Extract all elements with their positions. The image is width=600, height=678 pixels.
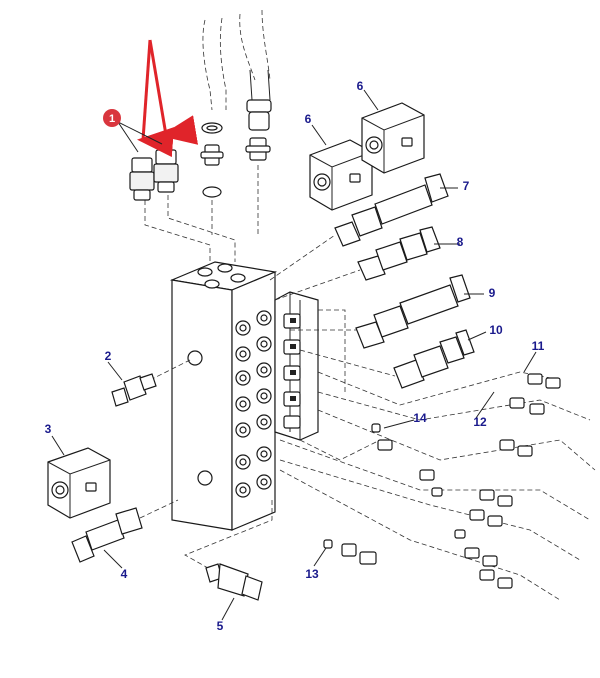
cartridge-9 [290, 274, 471, 349]
label-6a: 6 [305, 112, 312, 126]
label-14: 14 [413, 411, 427, 425]
sensor-2 [111, 359, 191, 407]
part-labels: 2 3 4 5 6 6 7 8 9 10 11 12 13 14 [45, 79, 545, 633]
hydraulic-hoses [202, 9, 272, 131]
cartridge-10 [299, 329, 475, 389]
label-5: 5 [217, 619, 224, 633]
o-ring-13 [323, 539, 377, 565]
label-12: 12 [473, 415, 487, 429]
callout-badge: 1 [103, 109, 163, 153]
solenoid-stack [274, 291, 346, 441]
block-ports [235, 310, 272, 498]
coil-6-front [309, 139, 373, 211]
leader-lines [51, 89, 537, 621]
cartridge-4 [71, 499, 179, 563]
label-9: 9 [489, 286, 496, 300]
plug-pair [129, 149, 179, 201]
pipe-fittings-group [279, 371, 596, 601]
fitting-top-right [245, 137, 271, 161]
label-4: 4 [121, 567, 128, 581]
valve-block [169, 261, 278, 531]
highlight-arrows [137, 39, 199, 158]
label-8: 8 [457, 235, 464, 249]
label-2: 2 [105, 349, 112, 363]
cartridge-7 [269, 173, 449, 281]
coil-6-rear [361, 102, 425, 174]
label-3: 3 [45, 422, 52, 436]
sensor-5 [184, 500, 273, 601]
o-ring-14 [299, 423, 381, 461]
label-6b: 6 [357, 79, 364, 93]
label-11: 11 [532, 339, 545, 353]
label-13: 13 [305, 567, 319, 581]
label-7: 7 [463, 179, 470, 193]
callout-badge-label: 1 [109, 113, 115, 125]
coil-3 [47, 447, 111, 519]
fitting-top-left [200, 122, 224, 198]
label-10: 10 [489, 323, 503, 337]
cartridge-8 [274, 226, 441, 301]
